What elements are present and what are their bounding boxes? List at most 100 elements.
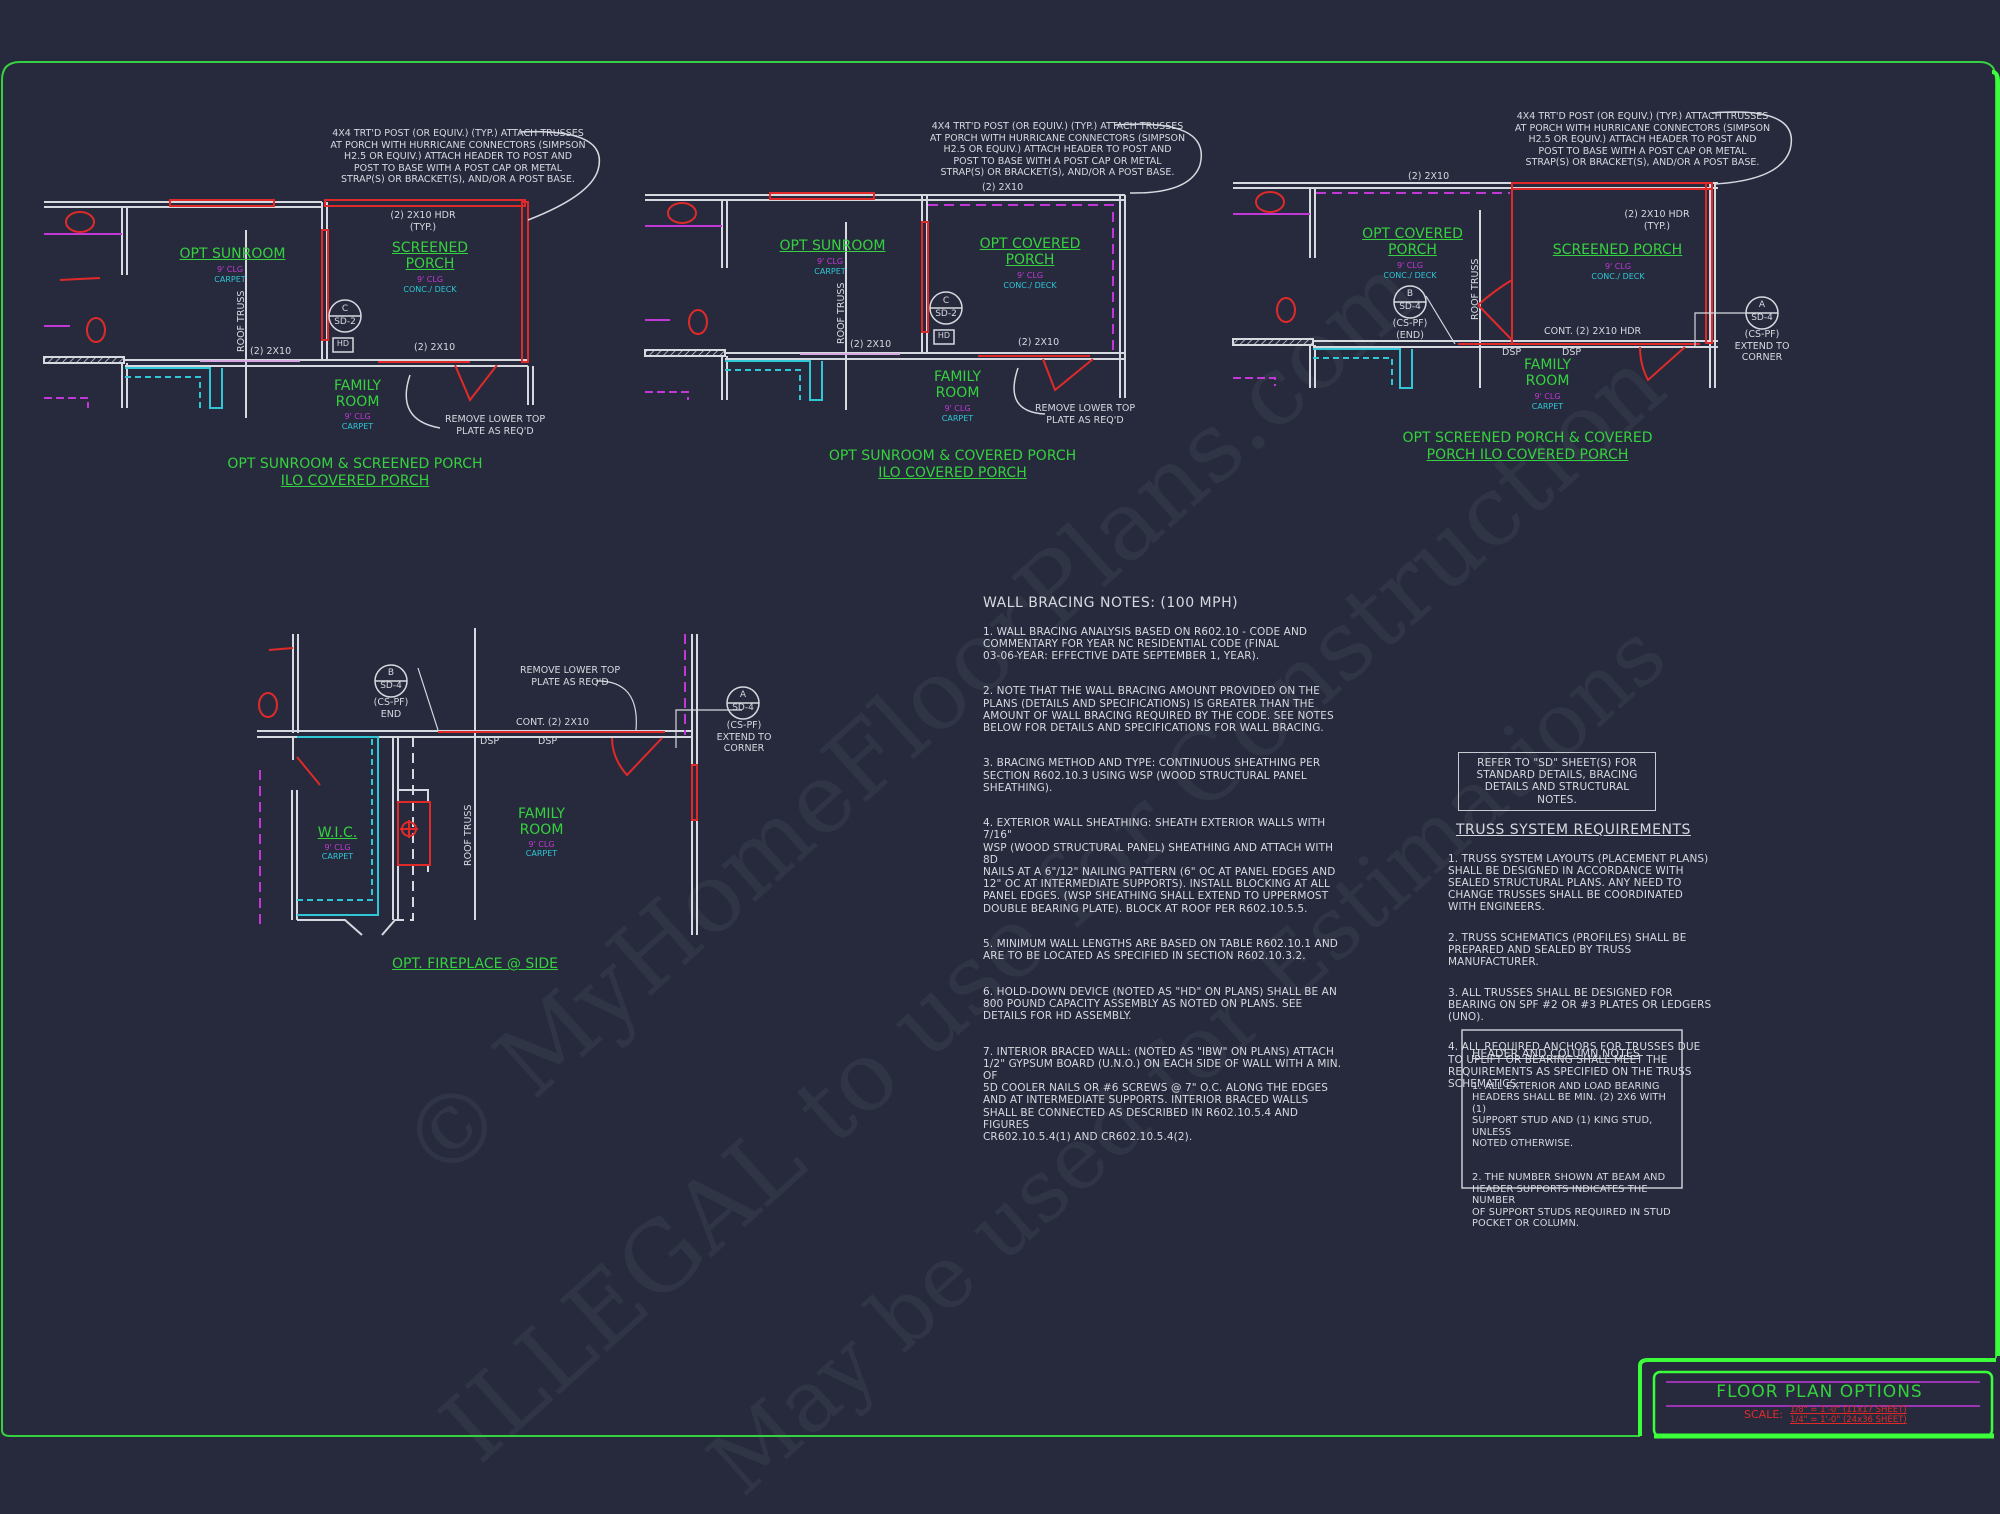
plan-4-tag-b-note: (CS-PF) END [373,697,409,720]
plan-2-header-top: (2) 2x10 [982,182,1024,193]
plan-2-header-mid: (2) 2x10 [1018,337,1060,348]
plan-1-room-porch-clg: 9' CLG [416,275,444,284]
truss-note-1: 1. TRUSS SYSTEM LAYOUTS (PLACEMENT PLANS… [1448,852,1709,914]
plan-1-tag-bottom: SD-2 [334,317,356,327]
scale-label: SCALE: [1744,1408,1783,1421]
sheet-title: FLOOR PLAN OPTIONS [1716,1382,1923,1402]
plan-4-tag-a-top: A [739,690,747,700]
plan-2-room-sunroom-clg: 9' CLG [816,257,844,266]
plan-4-remove-plate: REMOVE LOWER TOP PLATE AS REQ'D [519,665,621,688]
plan-1-remove-plate: REMOVE LOWER TOP PLATE AS REQ'D [444,414,546,437]
plan-4-room-wic-finish: CARPET [321,852,354,861]
plan-3-caption-line-2: PORCH ILO COVERED PORCH [1426,447,1629,463]
plan-1-room-family: FAMILY ROOM [333,378,382,410]
plan-1-room-sunroom-clg: 9' CLG [216,265,244,274]
plan-3-tag-b-note: (CS-PF) (END) [1392,318,1428,341]
wall-bracing-note-3: 3. BRACING METHOD AND TYPE: CONTINUOUS S… [983,757,1321,794]
plan-4-tag-a-note: (CS-PF) EXTEND TO CORNER [716,720,772,754]
wall-bracing-heading: WALL BRACING NOTES: (100 MPH) [983,595,1239,612]
plan-3-room-family: FAMILY ROOM [1523,357,1572,389]
plan-3-dsp-1: DSP [1502,347,1522,358]
plan-3-room-screened-porch: SCREENED PORCH [1552,242,1683,258]
header-column-heading: HEADER AND COLUMN NOTES [1472,1046,1641,1060]
plan-1-room-family-finish: CARPET [341,422,374,431]
plan-3-dsp-2: DSP [1562,347,1582,358]
plan-1-room-family-clg: 9' CLG [344,412,371,421]
plan-1-header-top: (2) 2x10 HDR (TYP.) [390,210,456,233]
wall-bracing-note-1: 1. WALL BRACING ANALYSIS BASED ON R602.1… [983,625,1308,663]
plan-1-tag-top: C [341,304,349,314]
truss-heading: TRUSS SYSTEM REQUIREMENTS [1456,822,1691,839]
plan-2-room-family-clg: 9' CLG [944,404,971,413]
plan-2-hd: HD [937,331,951,340]
truss-note-2: 2. TRUSS SCHEMATICS (PROFILES) SHALL BE … [1448,931,1687,969]
plan-3-header-top: (2) 2x10 [1408,171,1450,182]
plan-4-tag-a-bottom: SD-4 [732,703,754,713]
plan-2-room-porch-finish: CONC./ DECK [1003,281,1057,290]
wall-bracing-note-5: 5. MINIMUM WALL LENGTHS ARE BASED ON TAB… [983,938,1338,963]
plan-3-roof-truss: ROOF TRUSS [1470,258,1481,320]
plan-3-room-family-clg: 9' CLG [1534,392,1561,401]
plan-2-room-sunroom: OPT SUNROOM [779,238,886,254]
plan-3-room-covered-clg: 9' CLG [1396,261,1424,270]
plan-1-hd: HD [336,339,350,348]
wall-bracing-notes: WALL BRACING NOTES: (100 MPH) 1. WALL BR… [983,585,1343,1166]
plan-2-linework [644,194,1126,410]
title-block: FLOOR PLAN OPTIONS SCALE: 1/8" = 1'-0" (… [1652,1372,1987,1434]
plan-4-room-family-finish: CARPET [525,849,558,858]
plan-4-tag-b-bottom: SD-4 [380,681,402,691]
plan-2-roof-truss: ROOF TRUSS [836,282,847,344]
plan-1-callout: 4X4 TRT'D POST (OR EQUIV.) (TYP.) ATTACH… [330,128,586,185]
header-column-note-1: 1. ALL EXTERIOR AND LOAD BEARING HEADERS… [1472,1080,1666,1150]
plan-3-room-family-finish: CARPET [1531,402,1564,411]
plan-1-room-sunroom-finish: CARPET [214,275,246,284]
plan-4-roof-truss: ROOF TRUSS [463,804,474,866]
plan-3-callout: 4X4 TRT'D POST (OR EQUIV.) (TYP.) ATTACH… [1514,111,1771,168]
plan-2-room-porch-clg: 9' CLG [1016,271,1044,280]
plan-3-room-screened-finish: CONC./ DECK [1591,272,1645,281]
plan-1-header-left: (2) 2x10 [250,346,292,357]
plan-2-callout: 4X4 TRT'D POST (OR EQUIV.) (TYP.) ATTACH… [929,121,1186,178]
truss-note-3: 3. ALL TRUSSES SHALL BE DESIGNED FOR BEA… [1448,986,1712,1024]
wall-bracing-note-6: 6. HOLD-DOWN DEVICE (NOTED AS "HD" ON PL… [983,985,1337,1023]
plan-3-tag-a-note: (CS-PF) EXTEND TO CORNER [1734,329,1790,363]
scale-value-2: 1/4" = 1'-0" (24x36 SHEET) [1790,1415,1907,1425]
plan-3-tag-b-top: B [1406,289,1414,299]
header-column-note-2: 2. THE NUMBER SHOWN AT BEAM AND HEADER S… [1472,1172,1671,1229]
header-column-notes-frame [1461,1029,1683,1189]
scale-value-1: 1/8" = 1'-0" (11x17 SHEET) [1790,1405,1907,1415]
plan-3-tag-a-top: A [1758,300,1766,310]
plan-1-room-screened-porch: SCREENED PORCH [391,240,469,272]
plan-2-tag-bottom: SD-2 [935,309,957,319]
plan-4-header-cont: CONT. (2) 2x10 [516,717,590,728]
truss-requirements: TRUSS SYSTEM REQUIREMENTS 1. TRUSS SYSTE… [1448,812,1718,1108]
wall-bracing-note-7: 7. INTERIOR BRACED WALL: (NOTED AS "IBW"… [983,1045,1342,1143]
header-column-notes: HEADER AND COLUMN NOTES 1. ALL EXTERIOR … [1472,1036,1677,1252]
plan-3-caption-line-1: OPT SCREENED PORCH & COVERED [1402,430,1653,446]
plan-4-dsp-1: DSP [480,736,500,747]
plan-2-remove-plate: REMOVE LOWER TOP PLATE AS REQ'D [1034,403,1136,426]
plan-4-room-family-clg: 9' CLG [528,840,555,849]
wall-bracing-note-4: 4. EXTERIOR WALL SHEATHING: SHEATH EXTER… [983,817,1336,915]
plan-4-caption: OPT. FIREPLACE @ SIDE [391,956,559,972]
plan-1-room-sunroom: OPT SUNROOM [179,246,286,262]
plan-3-tag-b-bottom: SD-4 [1399,302,1421,312]
plan-4-dsp-2: DSP [538,736,558,747]
plan-3-header-right: (2) 2x10 HDR (TYP.) [1624,209,1690,232]
wall-bracing-note-2: 2. NOTE THAT THE WALL BRACING AMOUNT PRO… [983,685,1334,735]
plan-2-room-family-finish: CARPET [941,414,974,423]
plan-3-room-covered-finish: CONC./ DECK [1383,271,1437,280]
plan-4-linework [257,628,742,936]
scale-values: 1/8" = 1'-0" (11x17 SHEET) 1/4" = 1'-0" … [1790,1405,1907,1425]
plan-4-room-wic-clg: 9' CLG [324,843,351,852]
plan-3-room-covered-porch: OPT COVERED PORCH [1362,226,1463,258]
sd-reference-box: REFER TO "SD" SHEET(S) FOR STANDARD DETA… [1458,752,1656,811]
plan-1-room-porch-finish: CONC./ DECK [403,285,457,294]
truss-note-4: 4. ALL REQUIRED ANCHORS FOR TRUSSES DUE … [1448,1041,1701,1091]
plan-1-caption-line-2: ILO COVERED PORCH [280,473,430,489]
plan-3-header-cont: CONT. (2) 2x10 HDR [1544,326,1642,337]
plan-2-caption-line-2: ILO COVERED PORCH [878,465,1027,481]
plan-1-header-mid: (2) 2x10 [414,342,456,353]
plan-2-header-left: (2) 2x10 [850,339,892,350]
